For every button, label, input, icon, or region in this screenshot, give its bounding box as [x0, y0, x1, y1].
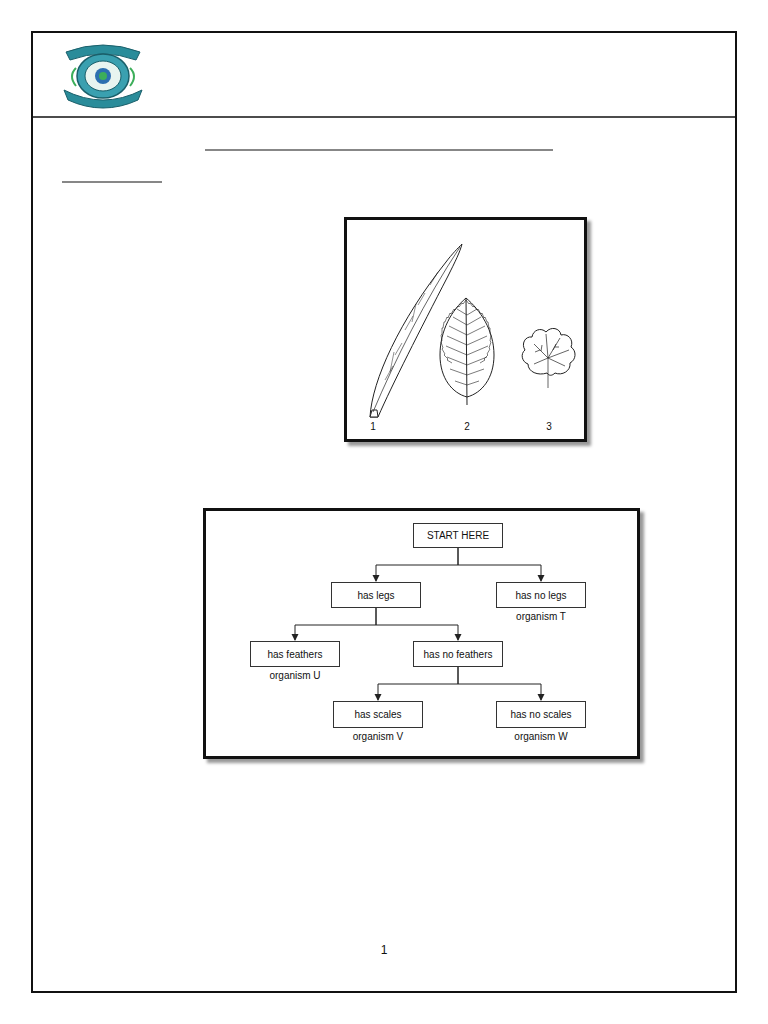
box-text: has scales — [354, 709, 401, 720]
organism-label: organism W — [514, 731, 567, 742]
flow-box: has no feathers — [413, 641, 503, 667]
flow-connector — [458, 548, 545, 582]
flow-connector — [376, 608, 462, 641]
figure-number: 3 — [546, 421, 552, 432]
flow-box: has no scalesorganism W — [496, 701, 586, 728]
school-logo — [58, 40, 148, 110]
flow-connector — [292, 608, 377, 641]
flow-connector — [458, 667, 545, 701]
box-text: has feathers — [267, 649, 322, 660]
organism-label: organism T — [516, 611, 566, 622]
figure-number: 2 — [464, 421, 470, 432]
flow-box: has legs — [331, 582, 421, 608]
organism-label: organism U — [269, 670, 320, 681]
organism-label: organism V — [353, 731, 404, 742]
figure-number: 1 — [370, 421, 376, 432]
box-text: has no scales — [510, 709, 571, 720]
box-text: has no feathers — [424, 649, 493, 660]
flow-box: has scalesorganism V — [333, 701, 423, 728]
box-text: START HERE — [427, 530, 489, 541]
flow-connector — [373, 548, 459, 582]
flow-box: has feathersorganism U — [250, 641, 340, 667]
flow-box: has no legsorganism T — [496, 582, 586, 608]
page-number: 1 — [381, 943, 388, 957]
flow-box: START HERE — [413, 523, 503, 548]
box-text: has legs — [357, 590, 394, 601]
box-text: has no legs — [515, 590, 566, 601]
flow-connector — [375, 667, 459, 701]
